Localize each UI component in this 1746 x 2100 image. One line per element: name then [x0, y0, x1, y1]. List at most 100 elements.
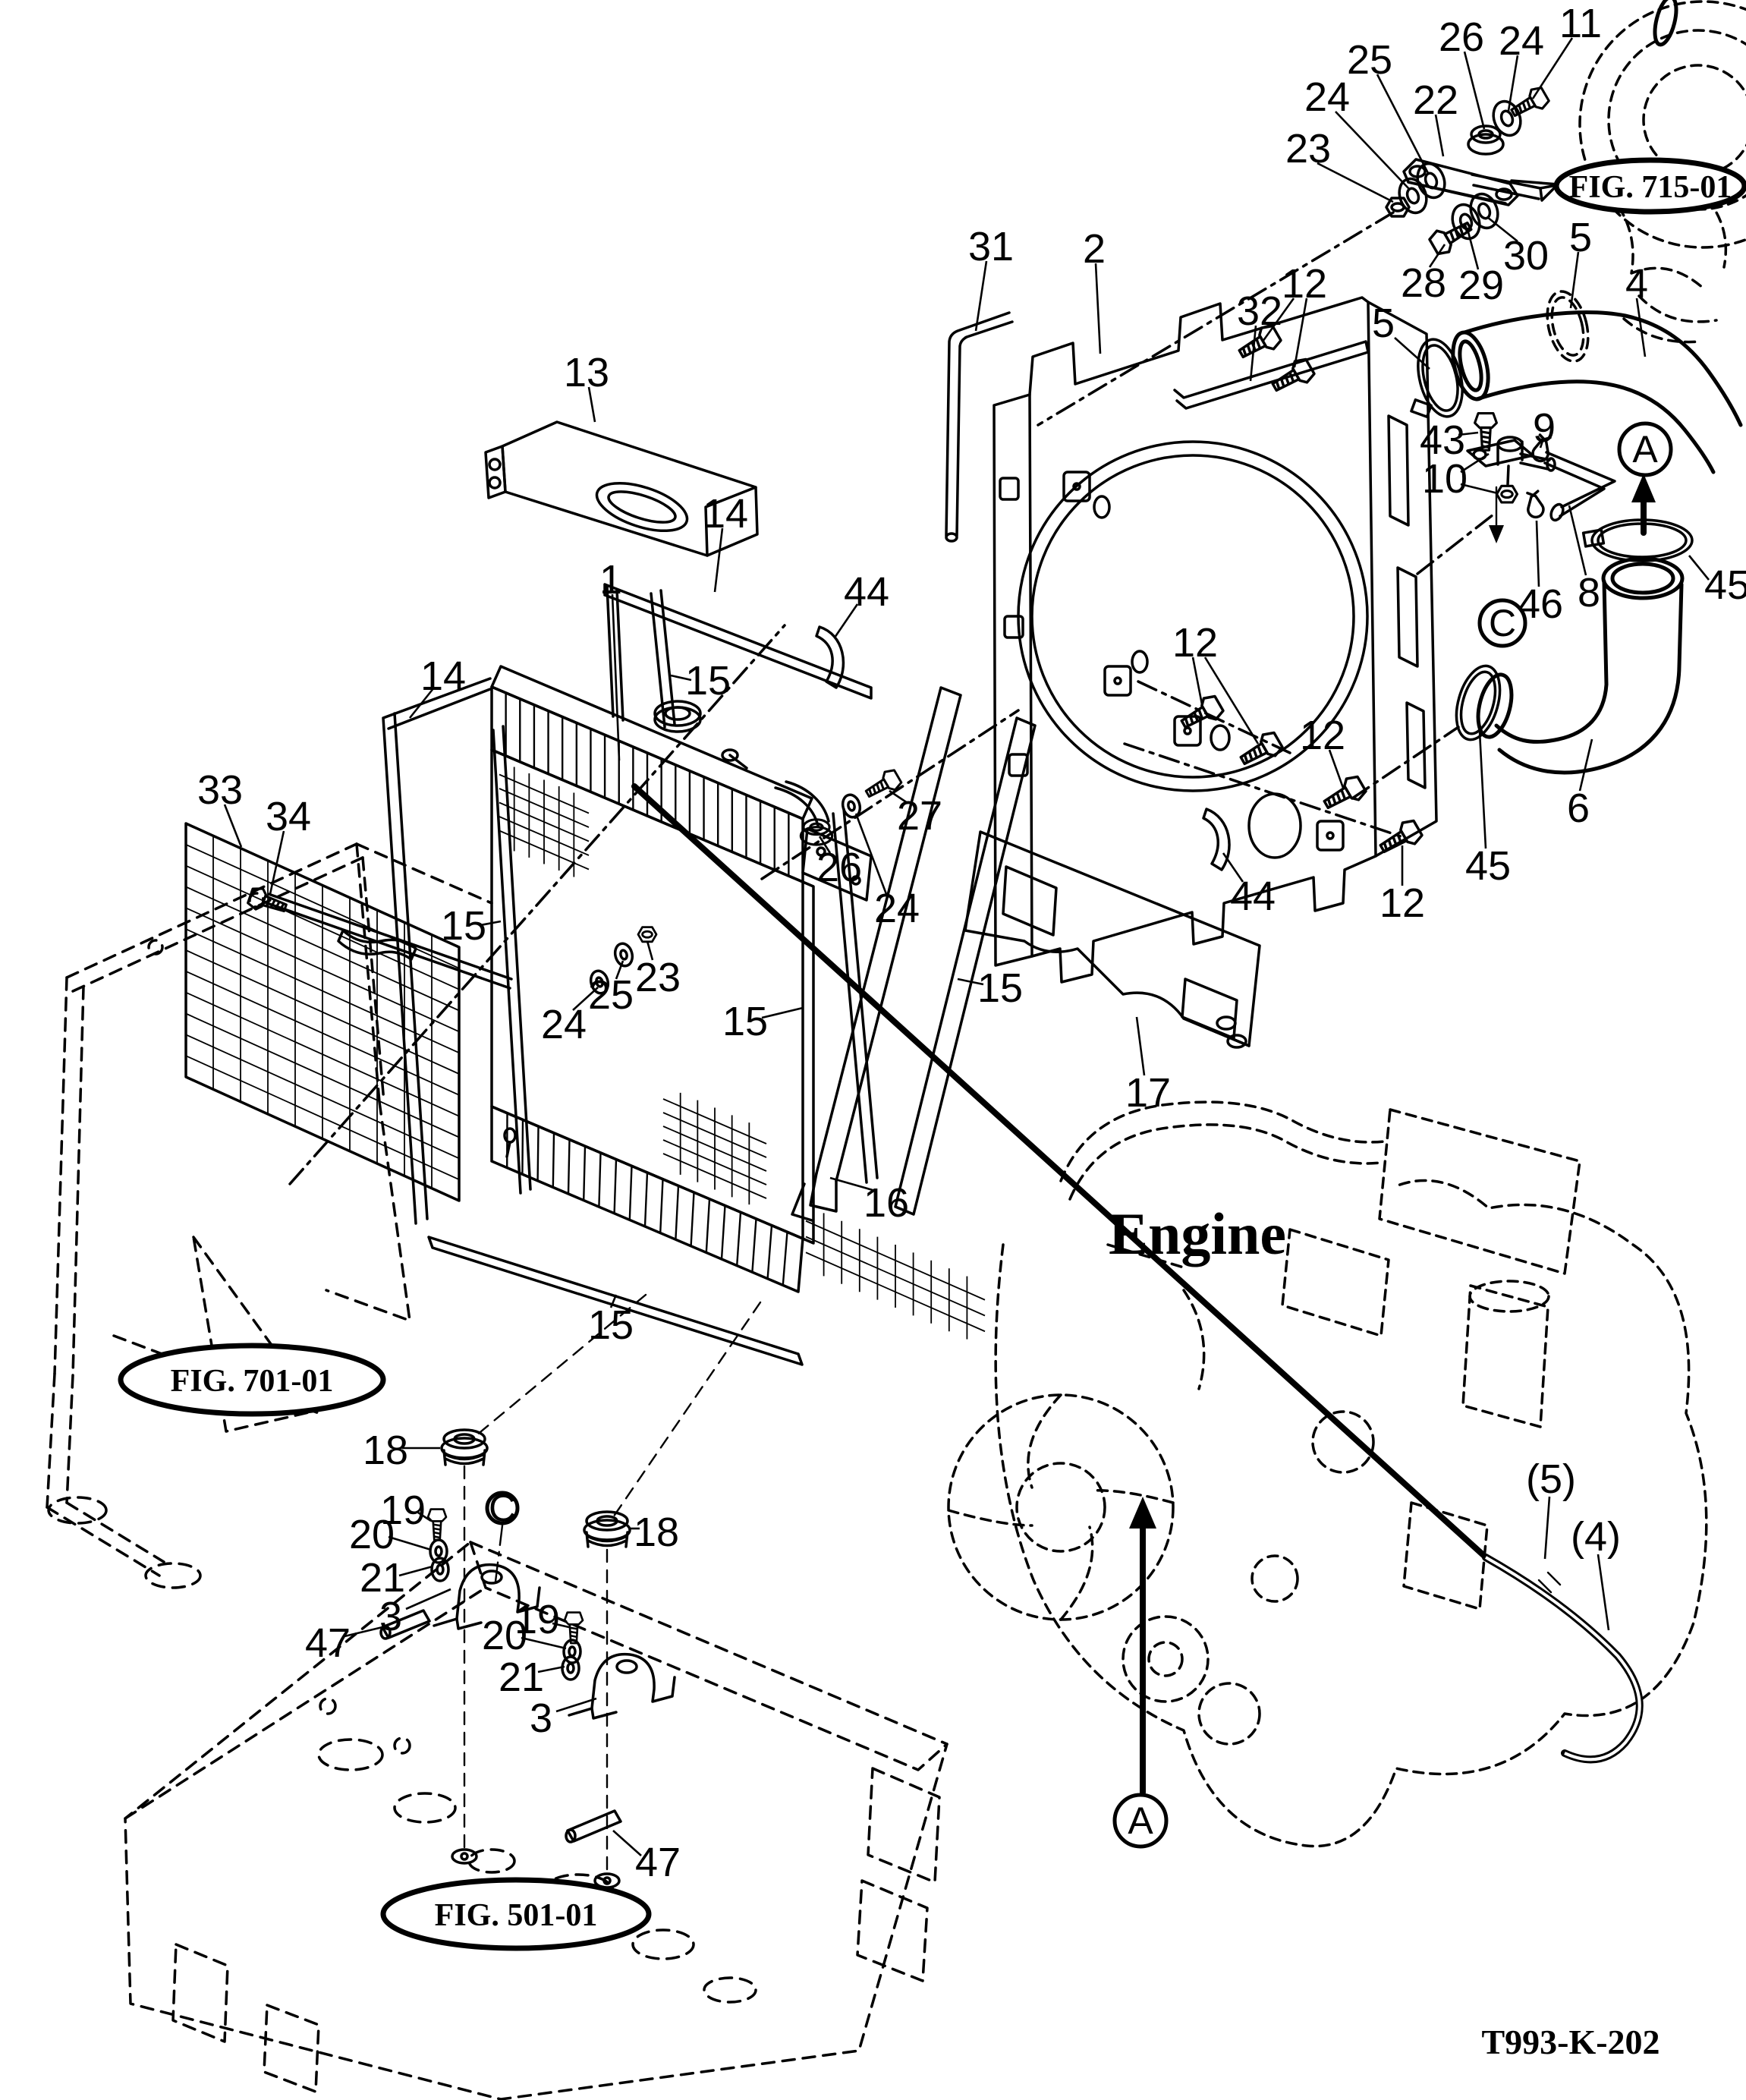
screen-mesh-right	[805, 1213, 986, 1340]
hose-clamp-45a	[1581, 518, 1694, 562]
leader-line	[957, 978, 984, 986]
leader-line	[713, 527, 724, 593]
leader-line	[521, 1636, 567, 1650]
part-callout-15: 15	[588, 1302, 634, 1348]
mount-bracket-3a	[433, 1563, 541, 1630]
bolt-19a	[426, 1508, 448, 1541]
part-callout-5: 5	[1569, 215, 1592, 260]
leader-line	[1434, 114, 1445, 157]
frame-16	[791, 686, 962, 1222]
leader-line	[223, 804, 243, 848]
leader-line	[1568, 505, 1587, 576]
detail-marker-A: A	[1632, 428, 1658, 471]
leader-line	[1463, 51, 1486, 130]
seal-frame-14b	[382, 677, 492, 1225]
leader-line	[1486, 216, 1518, 243]
leader-line	[829, 1176, 873, 1192]
figure-ref-label: FIG. 715-01	[1569, 170, 1732, 205]
leader-line	[1335, 111, 1411, 190]
part-callout-31: 31	[968, 224, 1014, 269]
part-callout-8: 8	[1578, 570, 1600, 616]
engine-a-arrow	[1129, 1497, 1156, 1796]
leader-line	[1328, 749, 1345, 789]
seal-15d	[894, 716, 1037, 1216]
shroud-seal-31	[945, 311, 1014, 543]
leader-line	[1539, 440, 1544, 449]
radiator-mesh-lower	[662, 1092, 767, 1205]
part-callout-30: 30	[1503, 233, 1549, 279]
mount-bracket-3b	[568, 1652, 676, 1720]
detail-marker-C: C	[489, 1487, 516, 1529]
part-callout-6: 6	[1567, 786, 1590, 831]
leader-line	[1460, 483, 1499, 495]
leader-line	[1478, 731, 1487, 849]
bolt-12	[1375, 816, 1426, 861]
leader-line	[1688, 555, 1710, 581]
part-callout-25: 25	[588, 972, 634, 1018]
part-callout-32: 32	[1237, 288, 1282, 334]
washer-21b	[561, 1655, 580, 1681]
part-callout-17: 17	[1125, 1070, 1171, 1116]
bolt-11	[1506, 83, 1553, 124]
part-callout-43: 43	[1420, 417, 1465, 463]
axis-line	[288, 624, 786, 1185]
hose-clamp-45b	[1455, 664, 1502, 741]
drain-tube-8	[1543, 451, 1616, 522]
support-stand-dashed	[46, 842, 493, 1589]
leader-line	[398, 1565, 433, 1577]
radiator-outlet-flange	[801, 827, 873, 902]
nut-23b	[637, 926, 658, 943]
leader-line	[537, 1665, 565, 1673]
hose-clamp-5b	[1410, 338, 1464, 419]
leader-line	[344, 1626, 383, 1638]
engine-dashed	[947, 1100, 1708, 1848]
part-callout-33: 33	[197, 767, 243, 813]
part-callout-24: 24	[541, 1002, 587, 1047]
part-callout-12: 12	[1172, 620, 1218, 666]
part-callout-24: 24	[1499, 18, 1544, 64]
corner-pad-44b	[1202, 808, 1231, 871]
diagram-art	[46, 0, 1746, 2100]
leader-line	[1094, 263, 1102, 354]
radiator-bottom-tank-fins	[506, 1113, 788, 1286]
leader-line	[670, 674, 692, 682]
part-callout-18: 18	[363, 1428, 408, 1473]
hose-4-installed	[1482, 1554, 1644, 1764]
lower-baffle-17	[964, 830, 1261, 1049]
part-callout-23: 23	[635, 955, 681, 1000]
bolt-12	[1267, 354, 1318, 399]
leader-line	[1222, 852, 1244, 883]
part-callout-47: 47	[635, 1840, 681, 1885]
leader-line	[1191, 656, 1203, 705]
part-callout-3: 3	[530, 1695, 552, 1741]
part-callout-9: 9	[1533, 405, 1556, 451]
part-callout-5: (5)	[1526, 1456, 1576, 1502]
bolt-12	[1235, 728, 1286, 773]
seal-frame-14a	[603, 583, 873, 722]
projection-lines	[463, 1293, 762, 1875]
leader-line	[572, 987, 599, 1011]
part-callout-23: 23	[1285, 126, 1331, 172]
figure-ref-label: FIG. 701-01	[171, 1364, 334, 1399]
chassis-tray-dashed	[124, 1541, 949, 2100]
detail-a-arrow	[1631, 474, 1656, 536]
leader-line	[1293, 298, 1308, 368]
leader-line	[889, 789, 908, 804]
part-callout-18: 18	[634, 1510, 679, 1555]
shroud-seal-32	[1173, 340, 1370, 410]
radiator-top-tank-fins	[505, 692, 790, 877]
axis-line	[760, 709, 1020, 880]
part-callout-16: 16	[864, 1180, 909, 1226]
part-callout-12: 12	[1300, 713, 1345, 758]
seal-15b	[492, 725, 532, 1195]
drawing-number: T993-K-202	[1481, 2023, 1659, 2061]
part-callout-45: 45	[1465, 843, 1511, 889]
part-callout-47: 47	[305, 1620, 351, 1666]
leader-line	[1135, 1016, 1146, 1076]
figure-ref-ellipse	[1553, 157, 1746, 215]
figure-ref-ellipse	[118, 1343, 386, 1417]
leader-line	[405, 1588, 451, 1610]
seal-15e	[427, 1236, 804, 1366]
